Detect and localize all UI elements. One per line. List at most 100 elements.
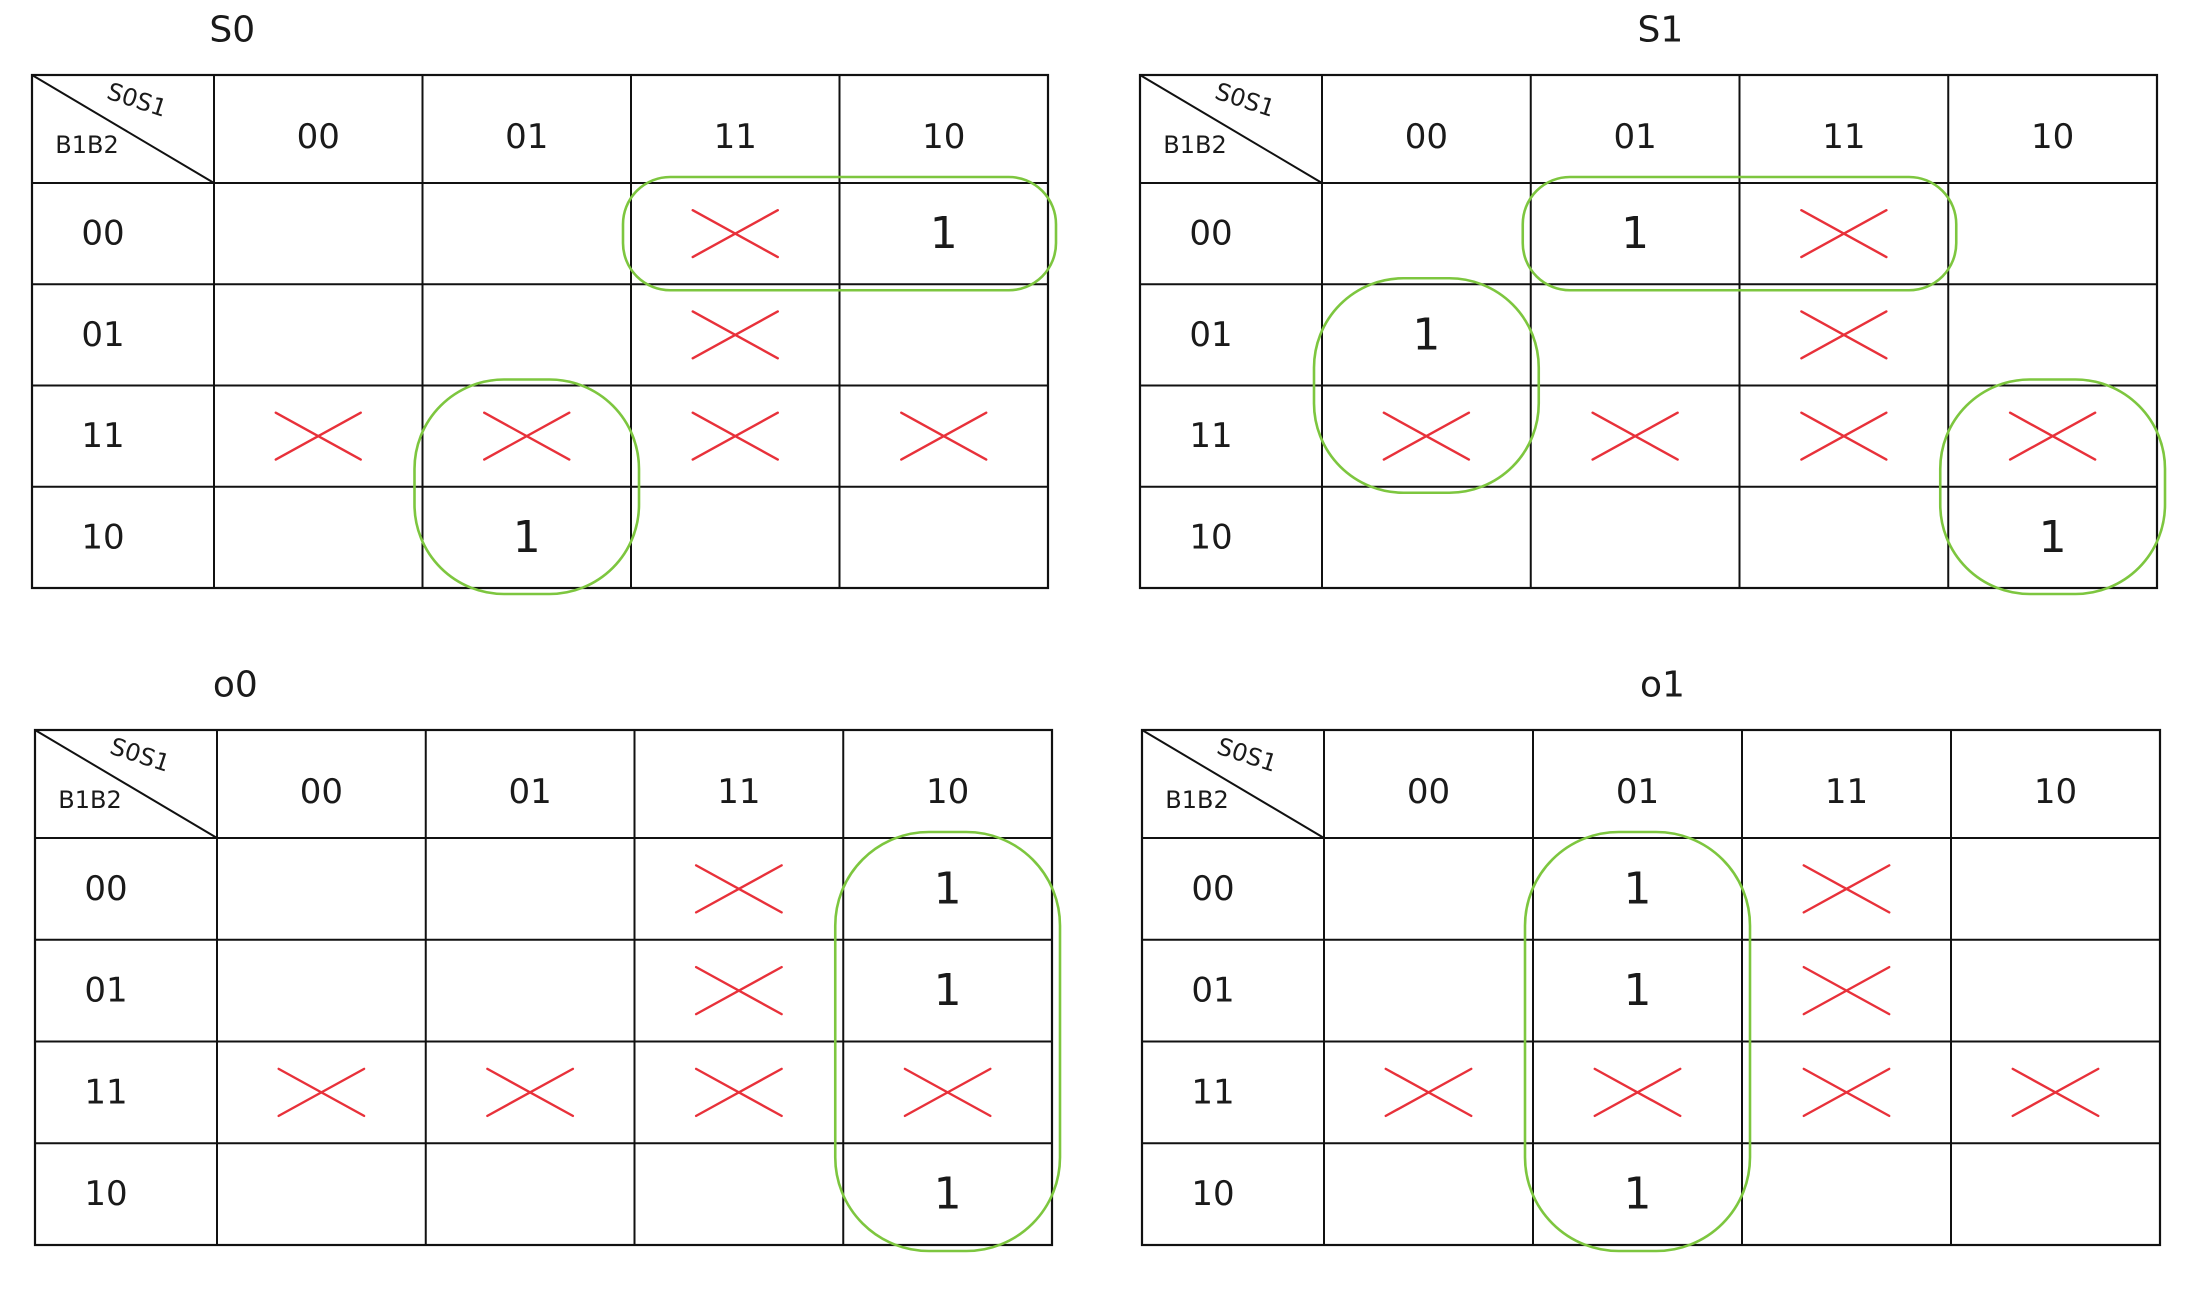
group-loop [621, 175, 1058, 292]
row-label: 00 [81, 214, 124, 254]
dont-care-mark [1591, 411, 1679, 461]
kmap-grid [30, 73, 1050, 590]
column-label: 10 [922, 117, 965, 157]
dont-care-mark [1800, 209, 1888, 259]
column-label: 11 [717, 772, 760, 812]
dont-care-mark [900, 411, 988, 461]
kmap-grid [1138, 73, 2159, 590]
cell-one: 1 [934, 1169, 962, 1220]
row-label: 11 [84, 1072, 127, 1112]
row-label: 11 [81, 416, 124, 456]
cell-one: 1 [513, 512, 541, 563]
corner-label-rows: B1B2 [58, 786, 121, 814]
dont-care-mark [274, 411, 362, 461]
kmap-grid [33, 728, 1054, 1247]
dont-care-mark [694, 864, 783, 914]
column-label: 01 [508, 772, 551, 812]
row-label: 10 [1191, 1174, 1234, 1214]
cell-one: 1 [930, 208, 958, 259]
group-loop [1521, 175, 1958, 292]
row-label: 10 [1189, 517, 1232, 557]
cell-one: 1 [934, 965, 962, 1016]
dont-care-mark [1382, 411, 1471, 461]
column-label: 11 [714, 117, 757, 157]
row-label: 01 [1191, 971, 1234, 1011]
dont-care-mark [1800, 411, 1888, 461]
dont-care-mark [2008, 411, 2097, 461]
column-label: 00 [1407, 772, 1450, 812]
row-label: 00 [84, 869, 127, 909]
dont-care-mark [277, 1067, 366, 1118]
dont-care-mark [1802, 1067, 1891, 1118]
row-label: 10 [84, 1174, 127, 1214]
column-label: 00 [1405, 117, 1448, 157]
corner-label-rows: B1B2 [1165, 786, 1228, 814]
cell-one: 1 [1624, 863, 1652, 914]
dont-care-mark [694, 965, 783, 1016]
row-label: 01 [1189, 315, 1232, 355]
group-loop [833, 830, 1062, 1253]
row-label: 01 [84, 971, 127, 1011]
column-label: 01 [505, 117, 548, 157]
row-label: 01 [81, 315, 124, 355]
column-label: 11 [1822, 117, 1865, 157]
column-label: 11 [1825, 772, 1868, 812]
group-loop [1312, 276, 1541, 495]
dont-care-mark [691, 411, 779, 461]
corner-diagonal [1141, 729, 1325, 839]
dont-care-mark [1800, 310, 1888, 360]
dont-care-mark [1593, 1067, 1682, 1118]
kmap-title: o0 [213, 665, 258, 706]
kmap-title: S0 [209, 10, 255, 51]
dont-care-mark [1802, 864, 1891, 914]
dont-care-mark [903, 1067, 992, 1118]
row-label: 00 [1191, 869, 1234, 909]
column-label: 00 [297, 117, 340, 157]
cell-one: 1 [1412, 309, 1440, 360]
dont-care-mark [483, 411, 571, 461]
corner-label-columns: S0S1 [107, 732, 174, 777]
grid-frame [33, 728, 1054, 1247]
kmap-title: o1 [1640, 665, 1685, 706]
dont-care-mark [1384, 1067, 1473, 1118]
grid-frame [30, 73, 1050, 590]
corner-label-rows: B1B2 [1163, 131, 1226, 159]
grid-frame [1138, 73, 2159, 590]
row-label: 00 [1189, 214, 1232, 254]
group-loop [1523, 830, 1752, 1253]
column-label: 01 [1613, 117, 1656, 157]
dont-care-mark [2011, 1067, 2100, 1118]
corner-diagonal [31, 74, 215, 184]
dont-care-mark [694, 1067, 783, 1118]
column-label: 10 [926, 772, 969, 812]
cell-one: 1 [1624, 965, 1652, 1016]
corner-label-rows: B1B2 [55, 131, 118, 159]
column-label: 10 [2034, 772, 2077, 812]
kmap-grid [1140, 728, 2162, 1247]
cell-one: 1 [1624, 1169, 1652, 1220]
grid-frame [1140, 728, 2162, 1247]
column-label: 00 [300, 772, 343, 812]
cell-one: 1 [1621, 208, 1649, 259]
corner-label-columns: S0S1 [1214, 732, 1281, 777]
dont-care-mark [486, 1067, 575, 1118]
corner-diagonal [1139, 74, 1323, 184]
group-loop [413, 378, 641, 596]
cell-one: 1 [2039, 512, 2067, 563]
row-label: 11 [1191, 1072, 1234, 1112]
row-label: 11 [1189, 416, 1232, 456]
corner-label-columns: S0S1 [104, 77, 171, 122]
corner-label-columns: S0S1 [1212, 77, 1279, 122]
dont-care-mark [1802, 965, 1891, 1016]
group-loop [1938, 378, 2167, 596]
dont-care-mark [691, 310, 779, 360]
corner-diagonal [34, 729, 218, 839]
kmap-title: S1 [1637, 10, 1683, 51]
dont-care-mark [691, 209, 779, 259]
cell-one: 1 [934, 863, 962, 914]
